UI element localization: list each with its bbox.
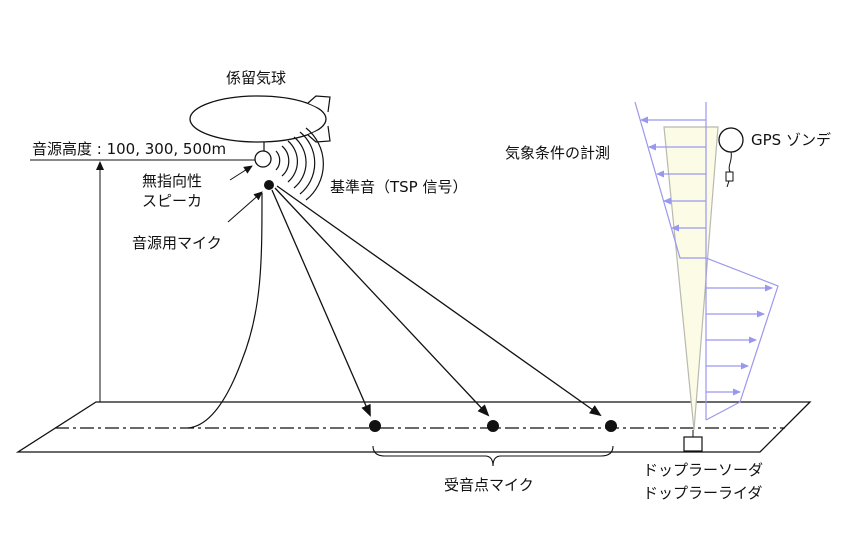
propagation-arrows: [271, 185, 602, 417]
balloon-label: 係留気球: [226, 69, 286, 87]
receiver-mics-label: 受音点マイク: [444, 476, 534, 494]
reference-sound-label: 基準音（TSP 信号）: [330, 178, 468, 196]
gps-sonde-antenna: [726, 180, 730, 188]
sodar-label: ドップラーソーダ: [643, 461, 763, 479]
speaker-label-line1: 無指向性: [142, 172, 202, 190]
gps-sonde-string: [728, 151, 732, 173]
receiver-mic-2: [487, 420, 499, 432]
speaker: [254, 150, 272, 168]
doppler-device: [683, 436, 703, 452]
wind-profile: [634, 101, 779, 421]
source-height-label: 音源高度 : 100, 300, 500m: [32, 140, 226, 158]
ground-plane: [15, 401, 812, 453]
receiver-brace: [372, 445, 614, 467]
doppler-beam: [663, 126, 719, 431]
source-mic-pointer: [227, 191, 263, 223]
gps-label: GPS ゾンデ: [751, 131, 831, 149]
source-microphone: [264, 180, 274, 190]
source-mic-label: 音源用マイク: [132, 234, 222, 252]
balloon-fin-top: [307, 95, 331, 113]
gps-sonde-balloon: [718, 127, 744, 153]
sound-waves: [275, 127, 324, 201]
gps-sonde-device: [725, 171, 734, 182]
speaker-label-line2: スピーカ: [142, 192, 202, 210]
receiver-mic-3: [605, 420, 617, 432]
lidar-label: ドップラーライダ: [643, 484, 762, 502]
balloon-fin-bottom: [307, 125, 331, 143]
receiver-mic-1: [369, 420, 381, 432]
weather-label: 気象条件の計測: [505, 144, 610, 162]
balloon-body: [189, 95, 327, 143]
mic-cable: [187, 192, 263, 429]
speaker-pointer: [229, 165, 253, 181]
